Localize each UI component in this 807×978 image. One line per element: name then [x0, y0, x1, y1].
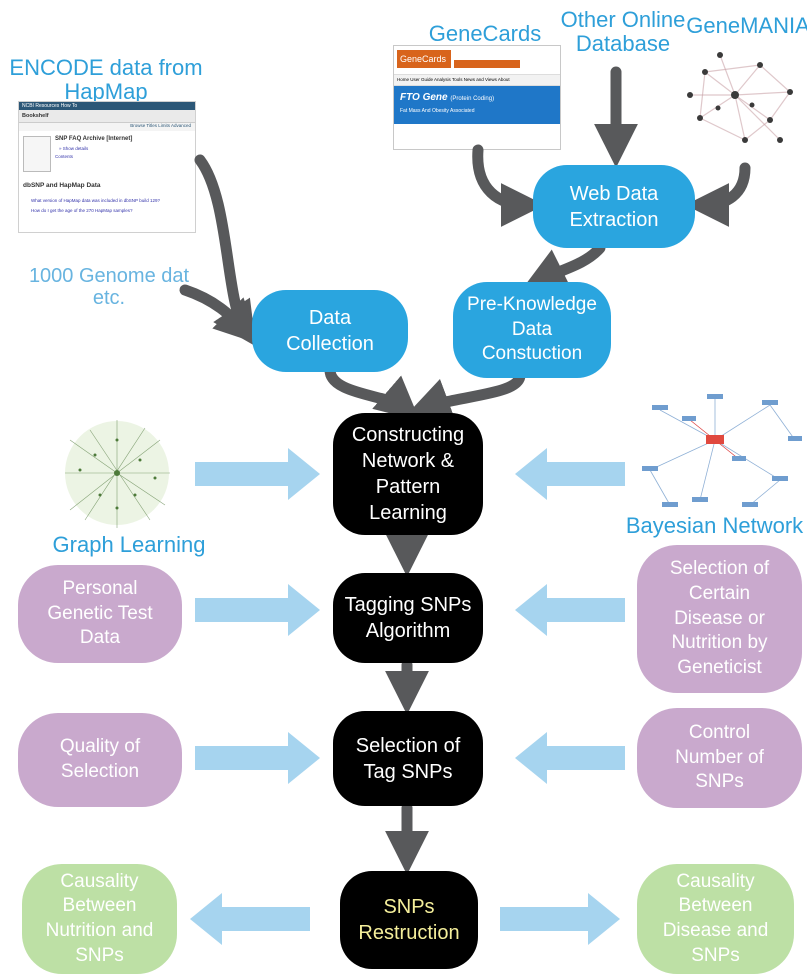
- snps-restruction-node: SNPs Restruction: [340, 871, 478, 969]
- genecards-screenshot: GeneCards Home User Guide Analysis Tools…: [393, 45, 561, 150]
- arrow-quality-to-selection: [195, 732, 320, 784]
- arrow-graph-to-network: [195, 448, 320, 500]
- bayesian-network-label: Bayesian Network: [625, 513, 804, 538]
- genecards-search-bar: [454, 60, 520, 68]
- arrow-extraction-to-preknowledge: [522, 242, 606, 289]
- genecards-gene-type: (Protein Coding): [450, 96, 495, 102]
- ncbi-link-2: How do I get the age of the 270 HapMap s…: [31, 208, 133, 213]
- selection-tag-snps-node: Selection of Tag SNPs: [333, 711, 483, 806]
- arrow-genecards-to-extraction: [472, 144, 545, 227]
- 1000-genome-label: 1000 Genome dat etc.: [28, 265, 190, 309]
- ncbi-title: SNP FAQ Archive [Internet]: [55, 136, 133, 142]
- selection-disease-nutrition-node: Selection of Certain Disease or Nutritio…: [637, 545, 802, 693]
- graph-learning-network-image: [65, 420, 170, 528]
- ncbi-top-bar: NCBI Resources How To: [19, 102, 195, 110]
- pre-knowledge-node: Pre-Knowledge Data Constuction: [453, 282, 611, 378]
- arrow-collection-to-network: [324, 364, 420, 421]
- ncbi-bookshelf-bar: Bookshelf: [19, 110, 195, 123]
- graph-learning-label: Graph Learning: [52, 532, 206, 557]
- genecards-label: GeneCards: [428, 21, 542, 46]
- ncbi-show-details: » Show details: [59, 146, 89, 151]
- genecards-gene-name: FTO Gene: [400, 92, 448, 103]
- arrow-bayesian-to-network: [515, 448, 625, 500]
- arrow-genemania-to-extraction: [685, 162, 751, 227]
- bayesian-network-image: [642, 394, 802, 507]
- web-data-extraction-node: Web Data Extraction: [533, 165, 695, 248]
- arrow-personal-to-tagging: [195, 584, 320, 636]
- ncbi-bookshelf-screenshot: NCBI Resources How To Bookshelf Browse T…: [18, 101, 196, 233]
- arrow-restruction-to-disease: [500, 893, 620, 945]
- genecards-nav: Home User Guide Analysis Tools News and …: [394, 74, 560, 86]
- ncbi-tabs: Browse Titles Limits Advanced: [19, 123, 195, 131]
- control-number-snps-node: Control Number of SNPs: [637, 708, 802, 808]
- arrow-disease-to-tagging: [515, 584, 625, 636]
- tagging-snps-node: Tagging SNPs Algorithm: [333, 573, 483, 663]
- genecards-logo: GeneCards: [397, 50, 451, 68]
- ncbi-book-thumbnail: [23, 136, 51, 172]
- constructing-network-node: Constructing Network & Pattern Learning: [333, 413, 483, 535]
- causality-disease-node: Causality Between Disease and SNPs: [637, 864, 794, 974]
- genemania-label: GeneMANIA: [686, 13, 807, 38]
- arrow-preknowledge-to-network: [406, 369, 526, 421]
- causality-nutrition-node: Causality Between Nutrition and SNPs: [22, 864, 177, 974]
- ncbi-contents: Contents: [55, 154, 74, 159]
- arrow-1000genome-to-collection: [179, 284, 260, 345]
- data-collection-node: Data Collection: [252, 290, 408, 372]
- arrow-restruction-to-nutrition: [190, 893, 310, 945]
- personal-genetic-test-node: Personal Genetic Test Data: [18, 565, 182, 663]
- ncbi-link-1: What version of HapMap data was included…: [31, 198, 160, 203]
- quality-of-selection-node: Quality of Selection: [18, 713, 182, 807]
- other-online-database-label: Other Online Database: [560, 7, 686, 57]
- ncbi-heading: dbSNP and HapMap Data: [23, 182, 101, 189]
- genecards-gene-subtitle: Fat Mass And Obesity Associated: [400, 108, 475, 114]
- genemania-network-image: [687, 52, 793, 143]
- arrow-control-to-selection: [515, 732, 625, 784]
- genecards-gene-header: FTO Gene (Protein Coding) Fat Mass And O…: [394, 86, 560, 124]
- encode-hapmap-label: ENCODE data from HapMap: [9, 55, 203, 105]
